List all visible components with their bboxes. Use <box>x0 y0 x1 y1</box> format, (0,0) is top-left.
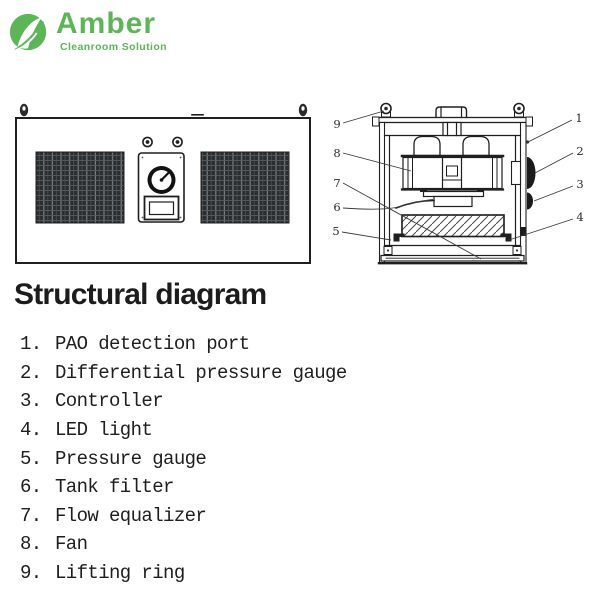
part-number: 1. <box>20 333 42 356</box>
part-number: 9. <box>20 562 42 585</box>
callout-8: 8 <box>333 146 340 160</box>
part-label: Lifting ring <box>55 562 185 585</box>
lifting-ring-section-right <box>513 102 525 118</box>
part-number: 2. <box>20 361 42 384</box>
list-item: 4. LED light <box>0 416 600 445</box>
list-item: 2. Differential pressure gauge <box>0 359 600 388</box>
part-number: 5. <box>20 447 42 470</box>
part-label: Fan <box>55 533 88 556</box>
page-title: Structural diagram <box>14 278 267 311</box>
top-handle <box>435 106 468 118</box>
pressure-gauge-dial <box>147 166 176 194</box>
callout-5: 5 <box>332 224 339 238</box>
part-label: PAO detection port <box>55 333 250 356</box>
list-item: 3. Controller <box>0 387 600 416</box>
list-item: 1. PAO detection port <box>0 330 600 359</box>
lifting-ring-front-right <box>298 103 308 117</box>
part-label: Flow equalizer <box>55 504 207 527</box>
fan-assembly <box>394 121 505 210</box>
front-view-drawing <box>15 103 311 264</box>
list-item: 9. Lifting ring <box>0 559 600 588</box>
callout-3: 3 <box>576 177 583 191</box>
brand-tagline: Cleanroom Solution <box>60 41 167 53</box>
base-frame <box>377 244 528 265</box>
list-item: 5. Pressure gauge <box>0 444 600 473</box>
part-number: 3. <box>20 390 42 413</box>
part-number: 6. <box>20 476 42 499</box>
callout-labels: 9 8 7 6 5 1 2 3 4 <box>332 111 583 238</box>
lifting-ring-front-left <box>19 103 29 117</box>
callout-4: 4 <box>576 210 583 224</box>
callout-6: 6 <box>333 200 340 214</box>
pao-port-left <box>142 136 153 148</box>
pao-port-right <box>172 136 183 148</box>
diagram-canvas: 9 8 7 6 5 1 2 3 4 <box>15 102 584 265</box>
controller-display <box>143 195 180 221</box>
left-grille <box>35 151 125 224</box>
part-number: 7. <box>20 504 42 527</box>
part-label: Differential pressure gauge <box>55 361 347 384</box>
callout-7: 7 <box>333 176 340 190</box>
brand-name: Amber <box>56 7 157 40</box>
part-label: LED light <box>55 419 153 442</box>
structural-diagram-figure: 9 8 7 6 5 1 2 3 4 <box>0 0 600 278</box>
right-grille <box>200 151 290 224</box>
cross-section-drawing <box>372 102 536 265</box>
logo-leaf-icon <box>9 13 47 52</box>
logo: Amber Cleanroom Solution <box>8 8 167 56</box>
parts-list: 1. PAO detection port 2. Differential pr… <box>0 330 600 587</box>
list-item: 8. Fan <box>0 530 600 559</box>
list-item: 6. Tank filter <box>0 473 600 502</box>
callout-2: 2 <box>576 144 583 158</box>
part-label: Pressure gauge <box>55 447 207 470</box>
callout-9: 9 <box>333 117 340 131</box>
callout-1: 1 <box>575 111 582 125</box>
part-label: Tank filter <box>55 476 174 499</box>
filter-block <box>393 214 512 242</box>
callout-leader-lines <box>341 110 574 260</box>
part-label: Controller <box>55 390 164 413</box>
part-number: 8. <box>20 533 42 556</box>
lifting-ring-section-left <box>380 102 392 118</box>
list-item: 7. Flow equalizer <box>0 502 600 531</box>
side-wall-fittings <box>510 140 536 236</box>
part-number: 4. <box>20 419 42 442</box>
